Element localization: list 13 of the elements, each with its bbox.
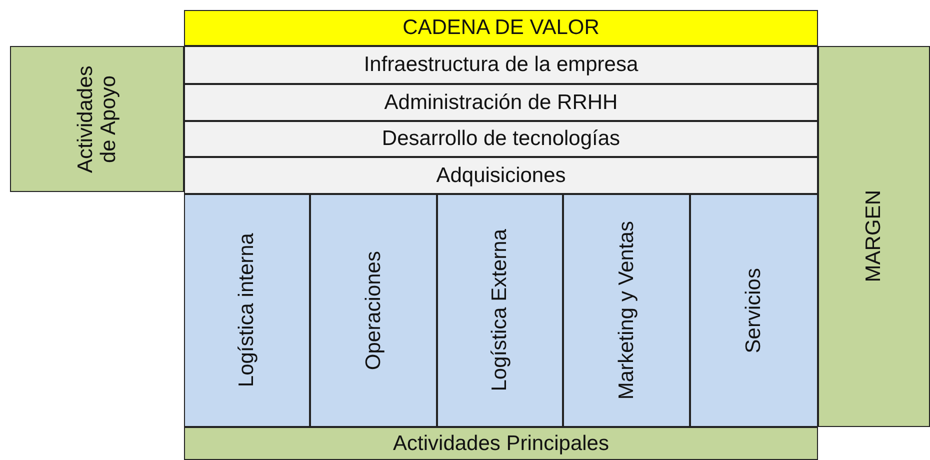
primary-activity-column: Logística Externa (437, 194, 563, 427)
primary-activity-column: Operaciones (310, 194, 437, 427)
primary-activity-column: Logística interna (184, 194, 310, 427)
primary-activity-column: Servicios (690, 194, 818, 427)
title-band: CADENA DE VALOR (184, 10, 818, 46)
support-activities-band: Actividades de Apoyo (10, 46, 184, 192)
margin-band: MARGEN (818, 46, 930, 427)
support-activity-row: Administración de RRHH (184, 84, 818, 121)
support-activity-row: Infraestructura de la empresa (184, 46, 818, 84)
support-activity-row: Desarrollo de tecnologías (184, 121, 818, 157)
primary-activities-band: Actividades Principales (184, 427, 818, 460)
primary-activity-column: Marketing y Ventas (563, 194, 690, 427)
support-activity-row: Adquisiciones (184, 157, 818, 194)
